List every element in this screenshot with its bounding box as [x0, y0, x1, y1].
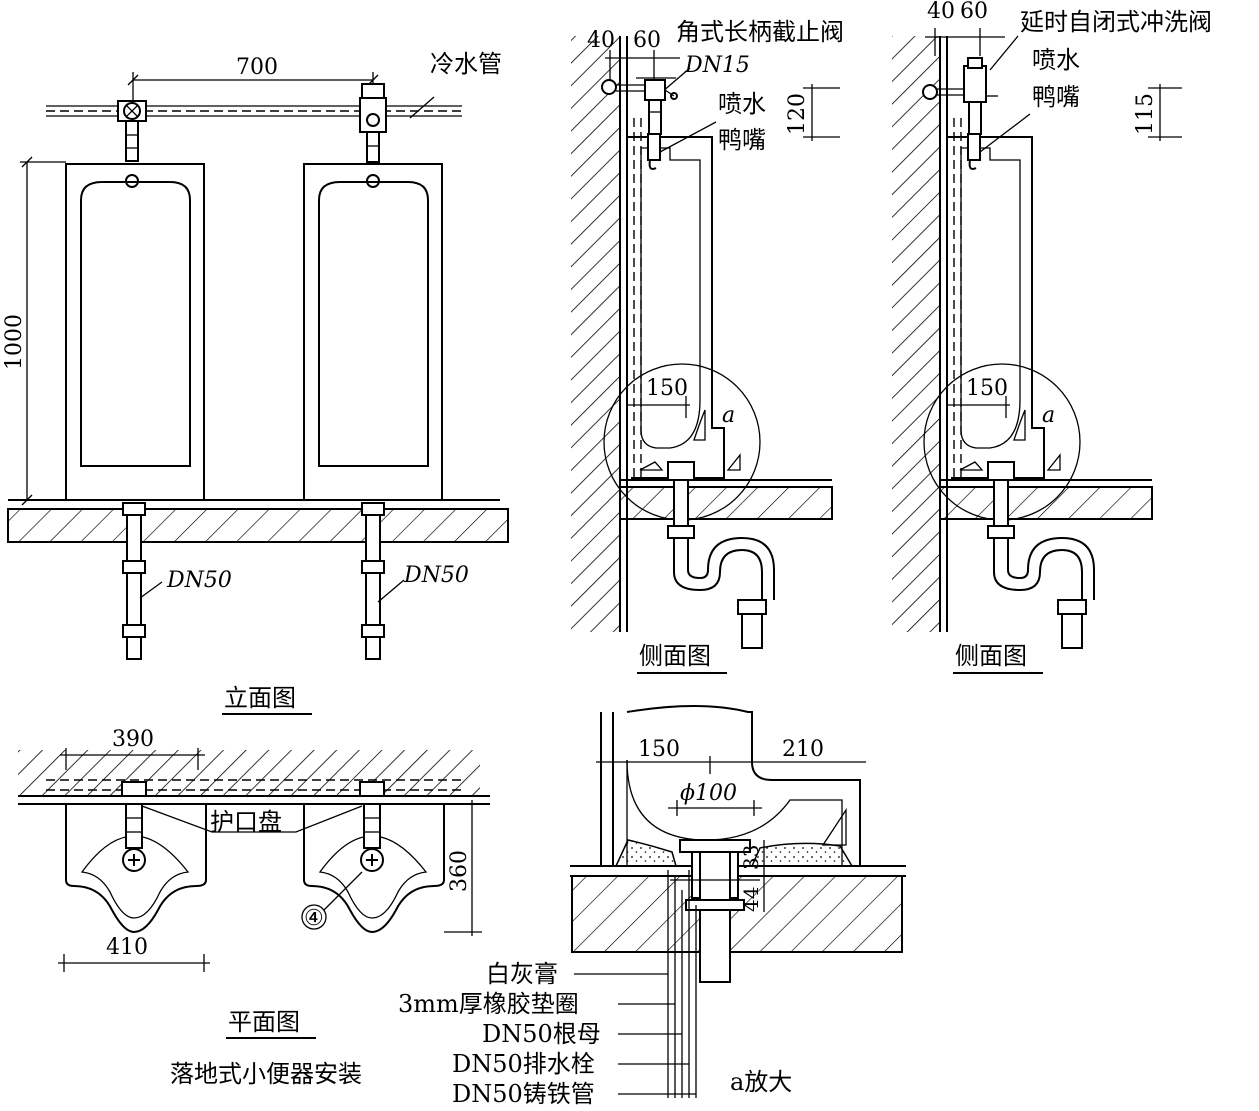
floor-slab	[7, 508, 509, 543]
wall-hatch	[571, 36, 620, 632]
s-trap	[667, 461, 775, 649]
angle-valve-label: 角式长柄截止阀	[676, 18, 844, 46]
valve-size-label: DN15	[684, 53, 750, 78]
svg-text:150: 150	[638, 737, 680, 762]
svg-text:410: 410	[106, 935, 148, 960]
angle-valve-icon	[601, 77, 678, 135]
svg-text:60: 60	[960, 0, 988, 24]
svg-text:390: 390	[112, 727, 154, 752]
flush-valve-label: 延时自闭式冲洗阀	[1020, 8, 1212, 36]
svg-text:鸭嘴: 鸭嘴	[718, 126, 766, 154]
drain-pipe-right	[361, 502, 385, 660]
svg-text:喷水: 喷水	[718, 90, 766, 118]
svg-text:40: 40	[927, 0, 955, 24]
side-view-1: 40 60 角式长柄截止阀 DN15 120 喷水 鸭嘴	[571, 18, 844, 674]
figure-caption: 落地式小便器安装	[170, 1060, 362, 1088]
guard-plate-label: 护口盘	[210, 808, 282, 836]
plan-urinal-left	[65, 781, 207, 934]
svg-text:360: 360	[447, 850, 472, 892]
side-view-1-title: 侧面图	[639, 642, 711, 670]
side-view-2-title: 侧面图	[955, 642, 1027, 670]
plan-title: 平面图	[228, 1008, 300, 1036]
dim-1000: 1000	[2, 156, 66, 506]
svg-text:a: a	[1042, 403, 1055, 428]
svg-text:喷水: 喷水	[1032, 46, 1080, 74]
angle-valve-icon	[117, 100, 147, 188]
svg-text:115: 115	[1133, 93, 1158, 135]
svg-text:鸭嘴: 鸭嘴	[1032, 83, 1080, 111]
svg-text:33: 33	[739, 845, 763, 870]
label-lock-nut: DN50根母	[482, 1020, 601, 1048]
cold-water-pipe-label: 冷水管	[430, 50, 502, 78]
plan-view: 390 护口盘 ④	[18, 727, 490, 1088]
drain-right-label: DN50	[403, 563, 469, 588]
svg-text:150: 150	[966, 376, 1008, 401]
svg-text:ϕ100: ϕ100	[680, 781, 737, 806]
plan-urinal-right	[303, 781, 445, 934]
detail-a: 150 210 ϕ100 33 44	[570, 705, 906, 1098]
item-number: ④	[304, 906, 324, 931]
label-drain-plug: DN50排水栓	[452, 1050, 595, 1078]
svg-text:44: 44	[739, 887, 763, 912]
svg-text:1000: 1000	[2, 314, 27, 370]
detail-labels: 白灰膏 3mm厚橡胶垫圈 DN50根母 DN50排水栓 DN50铸铁管 a放大	[398, 960, 792, 1108]
cold-water-pipe	[46, 105, 462, 117]
elevation-title: 立面图	[224, 684, 296, 712]
label-cast-iron-pipe: DN50铸铁管	[452, 1080, 595, 1108]
urinal-side-profile	[627, 136, 725, 479]
svg-text:40: 40	[587, 28, 615, 53]
svg-text:700: 700	[236, 55, 278, 80]
svg-text:60: 60	[633, 28, 661, 53]
flush-valve-icon	[922, 57, 998, 135]
svg-text:150: 150	[646, 376, 688, 401]
detail-title: a放大	[730, 1068, 792, 1096]
flush-valve-icon	[359, 83, 387, 188]
dim-700: 700	[127, 55, 379, 100]
urinal-left	[65, 163, 205, 501]
elevation-view: 冷水管 700	[2, 50, 509, 715]
svg-text:a: a	[722, 403, 735, 428]
urinal-right	[303, 163, 443, 501]
label-rubber-gasket: 3mm厚橡胶垫圈	[398, 990, 579, 1018]
drain-left-label: DN50	[166, 568, 232, 593]
drain-pipe-left	[122, 502, 146, 660]
side-view-2: 40 60 延时自闭式冲洗阀 115 喷水 鸭嘴 a	[892, 0, 1212, 674]
svg-text:210: 210	[782, 737, 824, 762]
label-lime-paste: 白灰膏	[486, 960, 558, 988]
svg-text:120: 120	[785, 93, 810, 135]
s-trap	[987, 461, 1095, 649]
